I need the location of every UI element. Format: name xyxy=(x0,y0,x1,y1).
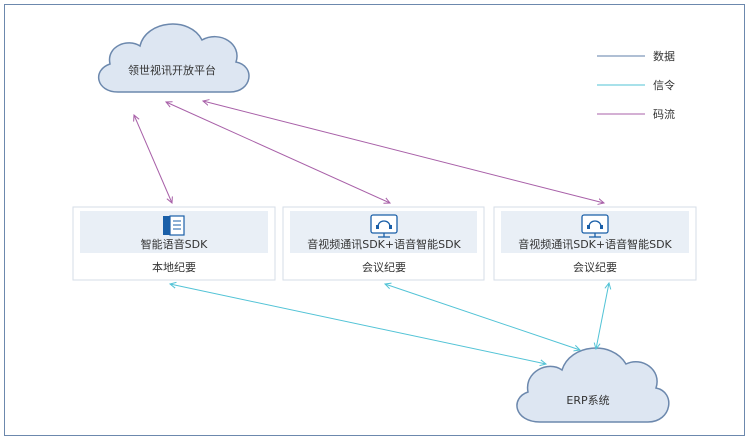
legend: 数据 信令 码流 xyxy=(597,49,675,121)
monitor-headset-icon xyxy=(370,214,398,238)
module-caption: 会议纪要 xyxy=(573,261,617,274)
stream-connector xyxy=(166,102,390,203)
legend-label-signal: 信令 xyxy=(653,78,675,92)
stream-connector xyxy=(203,101,604,203)
monitor-headset-icon xyxy=(581,214,609,238)
module-sdk-label: 音视频通讯SDK+语音智能SDK xyxy=(518,237,672,251)
module-box-meeting-minutes-2: 音视频通讯SDK+语音智能SDK 会议纪要 xyxy=(493,206,697,281)
stream-connector xyxy=(134,115,172,203)
module-box-local-minutes: 智能语音SDK 本地纪要 xyxy=(72,206,276,281)
cloud-open-platform: 领世视讯开放平台 xyxy=(98,23,250,93)
module-caption: 本地纪要 xyxy=(152,260,196,274)
signal-connector xyxy=(170,284,546,364)
cloud-erp-label: ERP系统 xyxy=(566,394,609,407)
module-sdk-label: 智能语音SDK xyxy=(141,237,208,251)
legend-label-stream: 码流 xyxy=(653,107,675,121)
cloud-erp: ERP系统 xyxy=(516,347,670,423)
module-sdk-label: 音视频通讯SDK+语音智能SDK xyxy=(307,237,461,251)
document-icon xyxy=(163,215,185,236)
cloud-open-platform-label: 领世视讯开放平台 xyxy=(128,63,216,77)
module-caption: 会议纪要 xyxy=(362,261,406,274)
legend-label-data: 数据 xyxy=(653,49,675,63)
signal-connector xyxy=(596,283,609,349)
module-box-meeting-minutes-1: 音视频通讯SDK+语音智能SDK 会议纪要 xyxy=(282,206,485,281)
signal-connector xyxy=(385,284,580,350)
